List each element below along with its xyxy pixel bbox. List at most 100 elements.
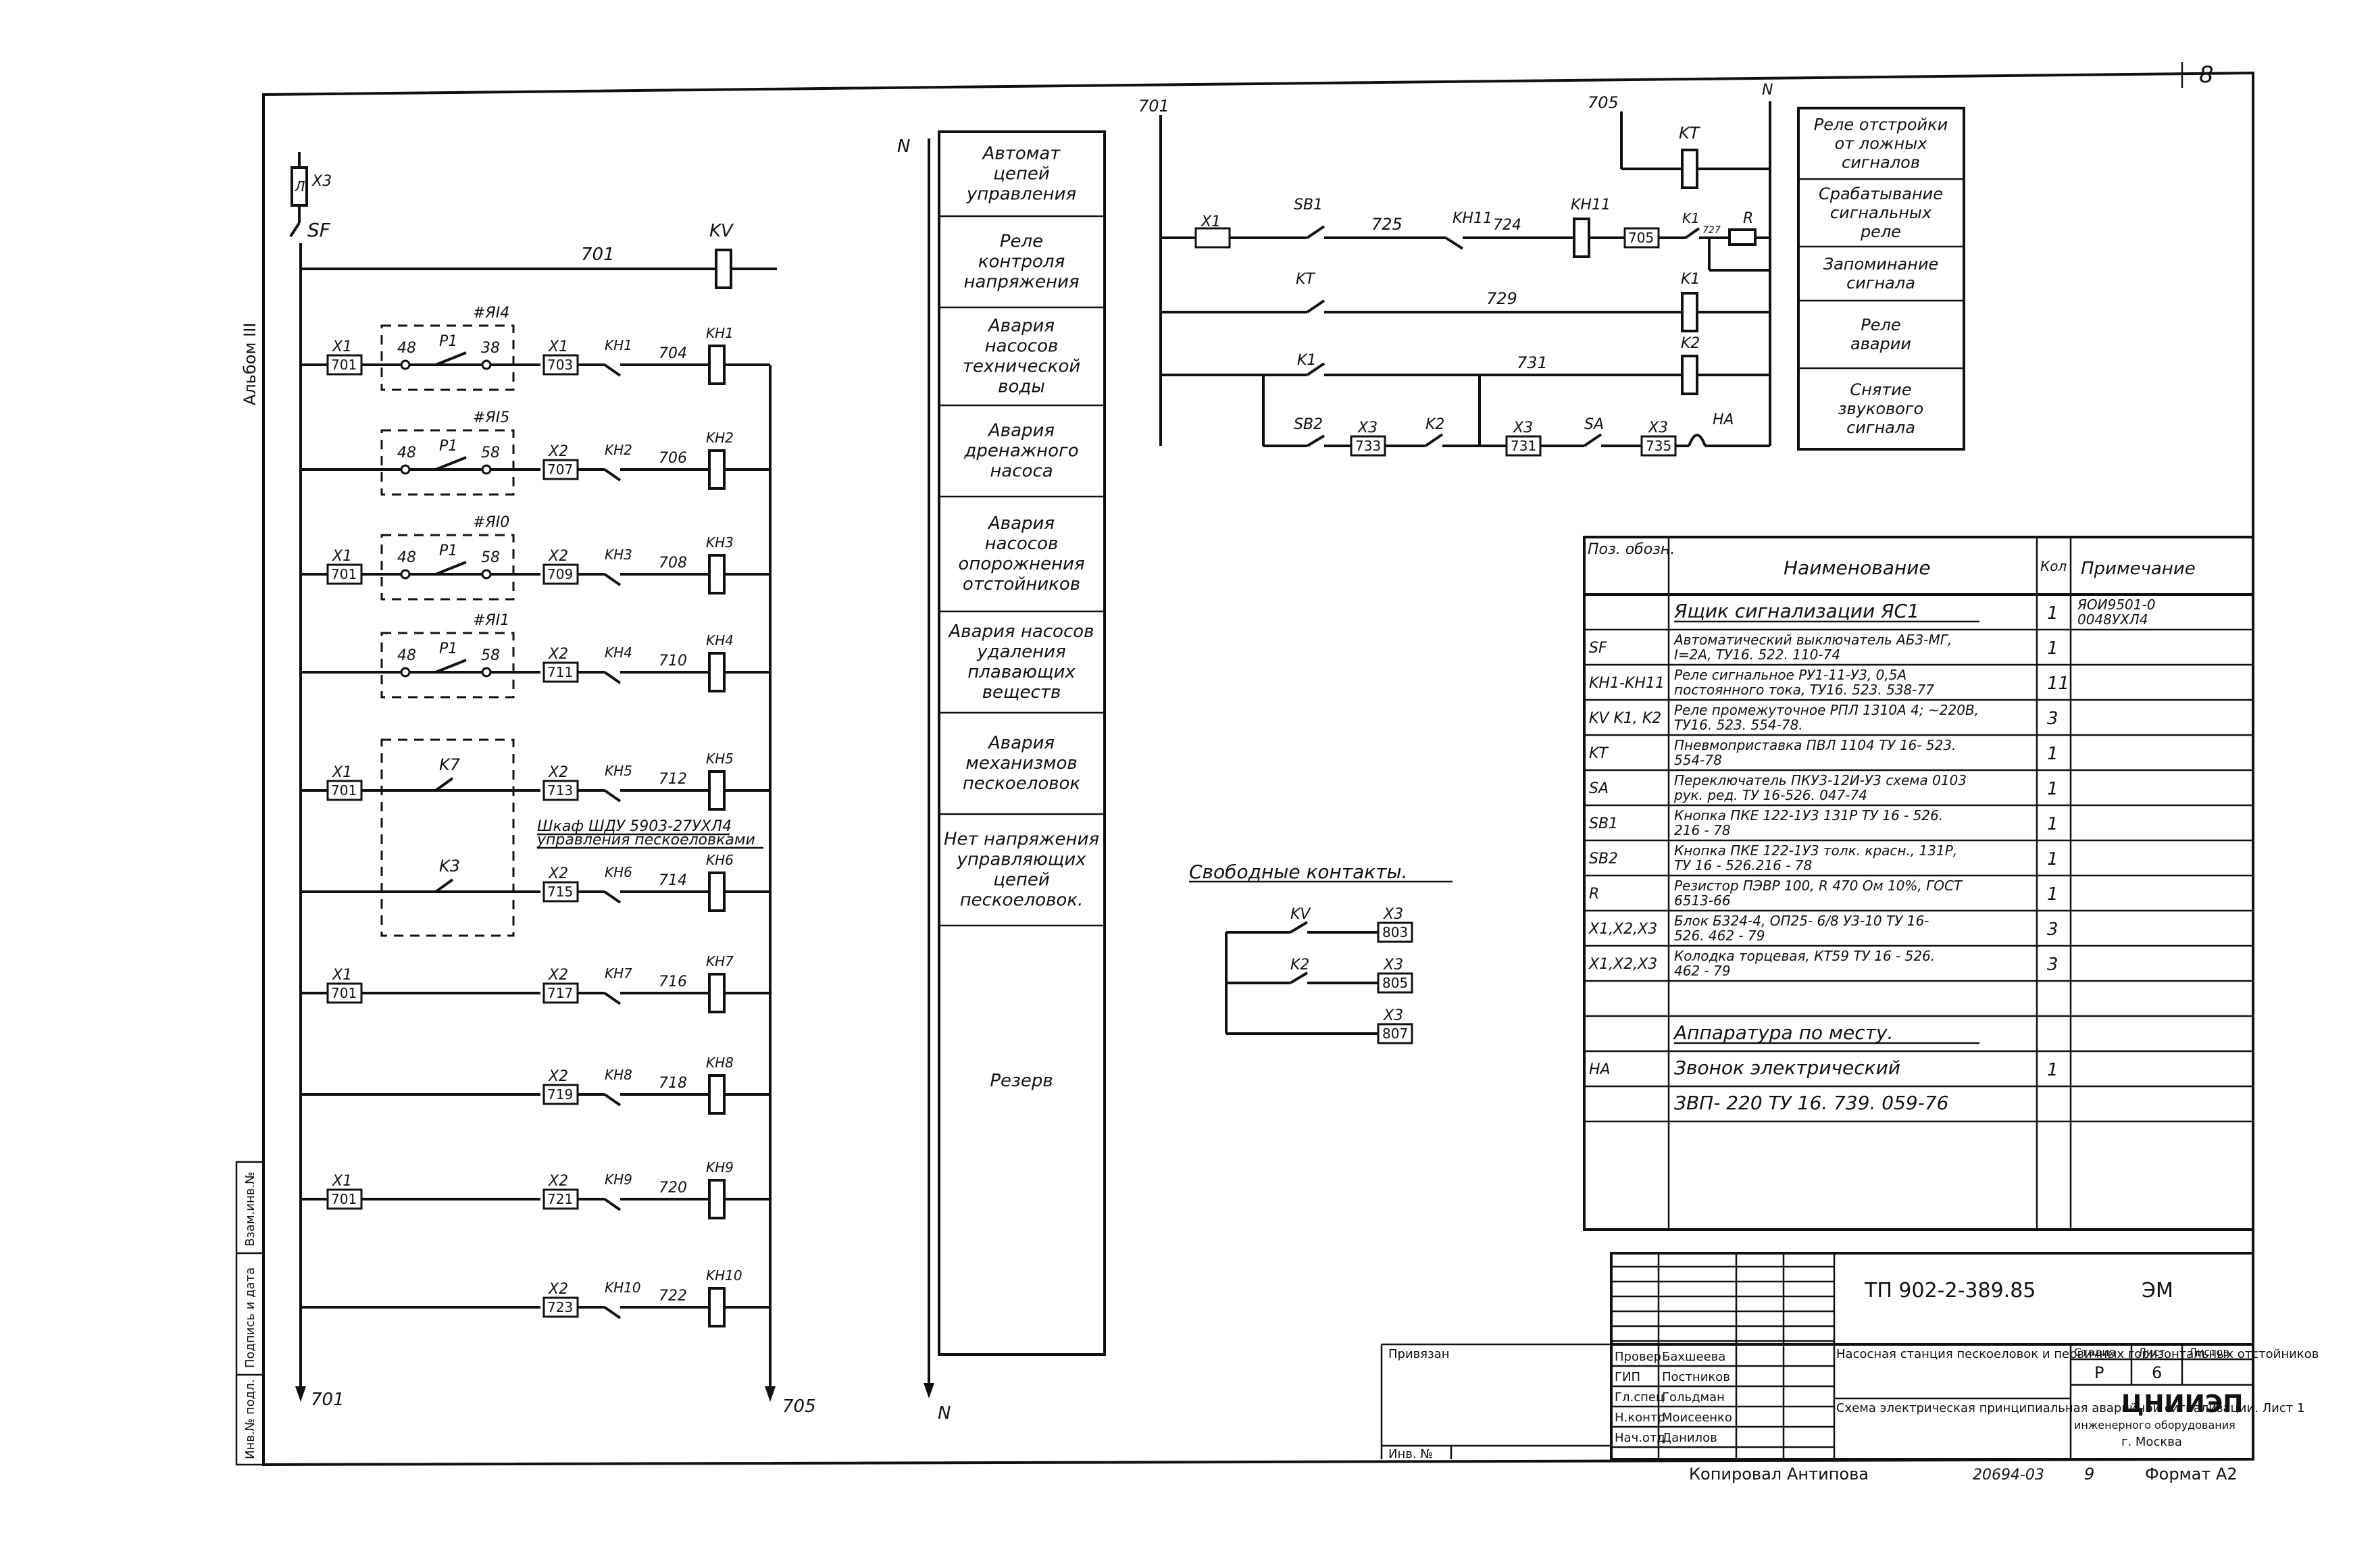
svg-text:Реле сигнальное РУ1-11-У3, 0,5: Реле сигнальное РУ1-11-У3, 0,5Апостоянно…: [1674, 667, 1934, 698]
svg-text:KH5: KH5: [605, 763, 632, 779]
svg-text:Р: Р: [2094, 1363, 2104, 1382]
svg-text:X1: X1: [332, 548, 352, 565]
svg-text:731: 731: [1511, 438, 1536, 454]
role-3: Гл.спец: [1615, 1390, 1664, 1405]
role-5: Нач.отд: [1615, 1431, 1665, 1445]
svg-text:P1: P1: [439, 542, 457, 559]
svg-text:KH9: KH9: [605, 1171, 632, 1188]
svg-text:704: 704: [659, 345, 687, 362]
svg-text:724: 724: [1493, 217, 1521, 234]
role-4: Н.контр: [1615, 1411, 1665, 1425]
svg-text:701: 701: [311, 1390, 345, 1410]
svg-text:K2: K2: [1290, 957, 1309, 973]
svg-text:714: 714: [659, 872, 687, 889]
svg-text:Кнопка ПКЕ 122-1У3 131Р ТУ 16: Кнопка ПКЕ 122-1У3 131Р ТУ 16 - 526.216 …: [1674, 807, 1943, 838]
svg-text:X3: X3: [1357, 420, 1378, 436]
svg-text:SB2: SB2: [1294, 416, 1323, 433]
sheet-number: 8: [2199, 61, 2214, 88]
svg-text:709: 709: [547, 566, 573, 582]
svg-text:X2: X2: [548, 764, 568, 781]
svg-text:KT: KT: [1296, 271, 1315, 288]
svg-text:Пневмоприставка ПВЛ 1104 ТУ 16: Пневмоприставка ПВЛ 1104 ТУ 16- 523.554-…: [1674, 737, 1956, 768]
svg-text:X1: X1: [332, 338, 352, 355]
svg-text:Автоматический выключатель АБ3: Автоматический выключатель АБ3-МГ,I=2А, …: [1673, 632, 1952, 663]
breaker-sf-label: SF: [307, 219, 331, 241]
svg-text:X2: X2: [548, 865, 568, 882]
svg-text:705: 705: [782, 1396, 816, 1417]
svg-text:Кнопка ПКЕ 122-1У3 толк. красн: Кнопка ПКЕ 122-1У3 толк. красн., 131Р,ТУ…: [1674, 842, 1957, 874]
svg-text:Подпись и дата: Подпись и дата: [243, 1267, 257, 1368]
svg-text:Ящик сигнализации ЯС1: Ящик сигнализации ЯС1: [1673, 600, 1919, 622]
svg-text:KH9: KH9: [706, 1159, 734, 1175]
svg-text:1: 1: [2047, 849, 2059, 869]
svg-text:Поз. обозн.: Поз. обозн.: [1588, 541, 1675, 558]
svg-text:KH1: KH1: [605, 337, 632, 353]
svg-text:731: 731: [1517, 353, 1548, 372]
free-contacts: Свободные контакты. KV X3 803 K2 X3 805 …: [1189, 861, 1453, 1044]
svg-text:X3: X3: [1383, 906, 1403, 923]
org-name: ЦНИИЭП: [2121, 1390, 2243, 1418]
svg-text:P1: P1: [439, 333, 457, 350]
svg-text:HA: HA: [1589, 1061, 1611, 1078]
n-bus: N N: [897, 136, 951, 1423]
svg-text:KH6: KH6: [605, 864, 632, 880]
svg-text:SB1: SB1: [1294, 197, 1323, 213]
svg-text:K2: K2: [1681, 335, 1700, 352]
svg-text:X2: X2: [548, 967, 568, 984]
svg-text:X3: X3: [1513, 420, 1533, 436]
svg-text:KH11: KH11: [1571, 197, 1611, 213]
svg-text:715: 715: [547, 884, 573, 900]
svg-text:805: 805: [1382, 975, 1408, 991]
svg-text:X1: X1: [332, 967, 352, 984]
svg-text:1: 1: [2047, 814, 2059, 834]
svg-text:Аппаратура по месту.: Аппаратура по месту.: [1673, 1021, 1893, 1044]
svg-text:Блок Б324-4, ОП25- 6/8 У3-10 Т: Блок Б324-4, ОП25- 6/8 У3-10 ТУ 16-526. …: [1674, 913, 1929, 944]
svg-text:723: 723: [547, 1299, 573, 1315]
svg-text:711: 711: [547, 664, 573, 680]
svg-text:K1: K1: [1682, 210, 1700, 226]
svg-text:Примечание: Примечание: [2081, 559, 2196, 579]
svg-text:KH8: KH8: [706, 1055, 734, 1071]
svg-text:Привязан: Привязан: [1388, 1347, 1449, 1361]
svg-text:Резистор ПЭВР 100, R 470 Ом 10: Резистор ПЭВР 100, R 470 Ом 10%, ГОСТ651…: [1674, 878, 1963, 909]
svg-text:717: 717: [547, 985, 573, 1001]
svg-text:1: 1: [2047, 638, 2059, 659]
svg-text:KH3: KH3: [706, 534, 734, 551]
svg-text:Копировал: Копировал: [1689, 1465, 1782, 1484]
side-stamp: Инв.№ подл. Подпись и дата Взам.инв.№: [235, 1161, 265, 1466]
svg-text:KH3: KH3: [605, 547, 632, 563]
svg-text:6: 6: [2152, 1363, 2162, 1382]
svg-text:58: 58: [481, 549, 500, 566]
svg-text:KH1-KH11: KH1-KH11: [1589, 675, 1665, 692]
svg-text:11: 11: [2047, 674, 2069, 694]
svg-text:807: 807: [1382, 1026, 1408, 1042]
svg-text:X2: X2: [548, 548, 568, 565]
svg-text:1: 1: [2047, 744, 2059, 764]
svg-text:Формат А2: Формат А2: [2145, 1465, 2238, 1484]
svg-text:X2: X2: [548, 1281, 568, 1298]
svg-text:KV: KV: [709, 221, 734, 241]
svg-text:KH11: KH11: [1453, 210, 1492, 227]
svg-text:58: 58: [481, 647, 500, 664]
role-1: Провер: [1615, 1350, 1661, 1364]
svg-text:KT: KT: [1679, 124, 1701, 143]
svg-text:713: 713: [547, 782, 573, 799]
svg-text:K2: K2: [1425, 416, 1444, 433]
svg-text:X2: X2: [548, 646, 568, 663]
svg-text:KH6: KH6: [706, 852, 734, 868]
legend-left-column: [938, 130, 1106, 1356]
svg-text:Наименование: Наименование: [1784, 557, 1931, 579]
svg-text:58: 58: [481, 445, 500, 461]
